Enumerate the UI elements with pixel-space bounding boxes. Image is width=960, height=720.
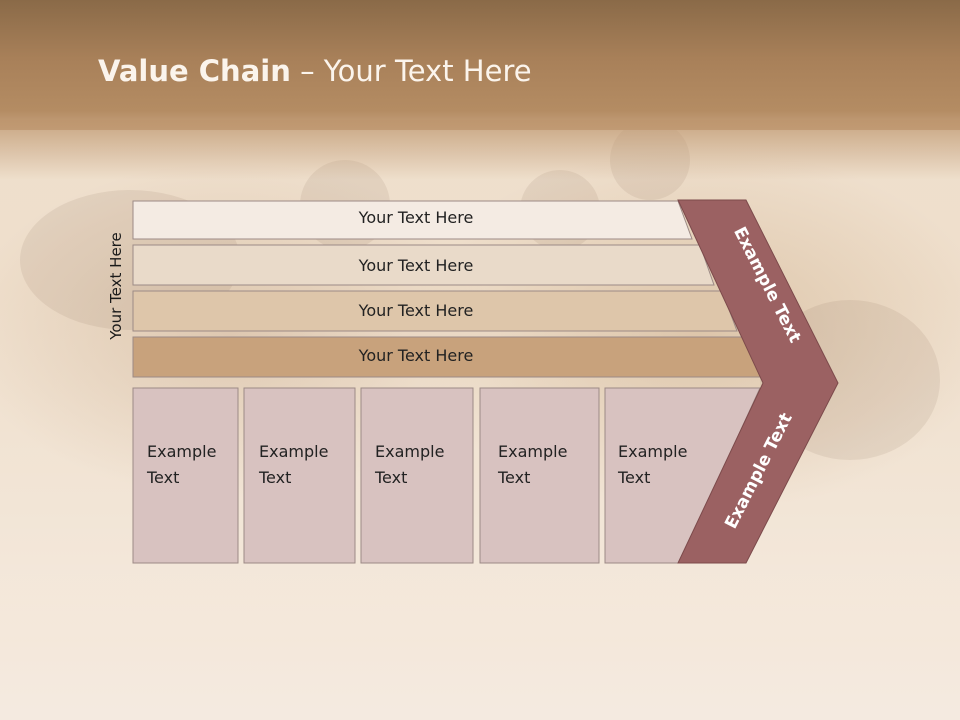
chevron-arrow — [677, 199, 839, 564]
box-3-line2: Text — [375, 468, 408, 487]
box-4-line1: Example — [498, 442, 568, 461]
box-1 — [132, 387, 239, 564]
box-5-line2: Text — [618, 468, 651, 487]
box-4-line2: Text — [498, 468, 531, 487]
box-5-line1: Example — [618, 442, 688, 461]
box-3-line1: Example — [375, 442, 445, 461]
box-1-line2: Text — [147, 468, 180, 487]
band-3-label: Your Text Here — [358, 301, 474, 320]
band-3 — [132, 290, 738, 332]
slide-title: Value Chain – Your Text Here — [98, 54, 532, 88]
title-bold: Value Chain — [98, 54, 291, 88]
reflection-fade — [0, 565, 960, 720]
box-1-line1: Example — [147, 442, 217, 461]
title-rest: – Your Text Here — [290, 54, 532, 88]
band-1 — [132, 200, 693, 240]
band-4-label: Your Text Here — [358, 346, 474, 365]
box-3 — [360, 387, 474, 564]
box-2-line1: Example — [259, 442, 329, 461]
box-4 — [479, 387, 600, 564]
band-2-label: Your Text Here — [358, 256, 474, 275]
band-1-label: Your Text Here — [358, 208, 474, 227]
header-band — [0, 0, 960, 130]
band-2 — [132, 244, 715, 286]
box-2 — [243, 387, 356, 564]
header-fade — [0, 120, 960, 180]
box-2-line2: Text — [259, 468, 292, 487]
